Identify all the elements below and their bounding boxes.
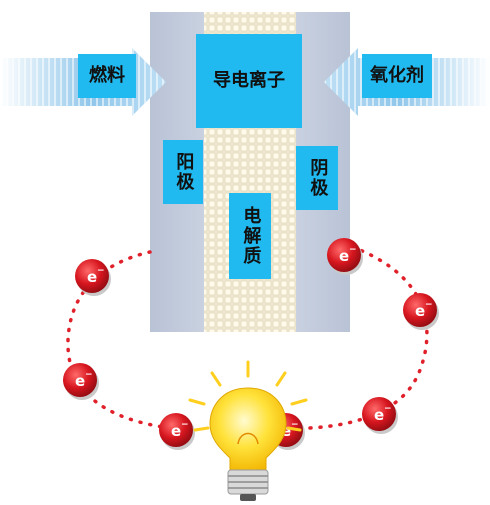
electron-icon: e− xyxy=(159,413,195,450)
svg-text:e: e xyxy=(281,422,291,440)
svg-text:−: − xyxy=(181,420,189,430)
conductive-ion-label: 导电离子 xyxy=(196,34,302,128)
oxidant-label: 氧化剂 xyxy=(362,54,432,98)
svg-text:−: − xyxy=(291,420,299,430)
svg-text:e: e xyxy=(374,406,384,424)
svg-text:−: − xyxy=(349,245,357,255)
electron-path xyxy=(66,248,429,430)
electron-icon: e− xyxy=(327,238,363,275)
cathode-label: 阴极 xyxy=(296,146,338,210)
svg-text:−: − xyxy=(384,404,392,414)
electron-icon: e− xyxy=(403,293,439,330)
svg-text:e: e xyxy=(87,268,97,286)
electron-icon: e− xyxy=(75,259,111,296)
light-bulb-icon xyxy=(188,360,308,501)
svg-text:e: e xyxy=(339,247,349,265)
electron-icon: e− xyxy=(63,363,99,400)
electrolyte-label: 电解质 xyxy=(229,193,271,279)
fuel-label: 燃料 xyxy=(78,54,136,98)
svg-text:e: e xyxy=(415,302,425,320)
svg-text:e: e xyxy=(75,372,85,390)
svg-text:−: − xyxy=(425,300,433,310)
electron-icon: e− xyxy=(362,397,398,434)
anode-label: 阳极 xyxy=(163,140,203,204)
svg-text:−: − xyxy=(97,266,105,276)
svg-text:e: e xyxy=(171,422,181,440)
svg-text:−: − xyxy=(85,370,93,380)
